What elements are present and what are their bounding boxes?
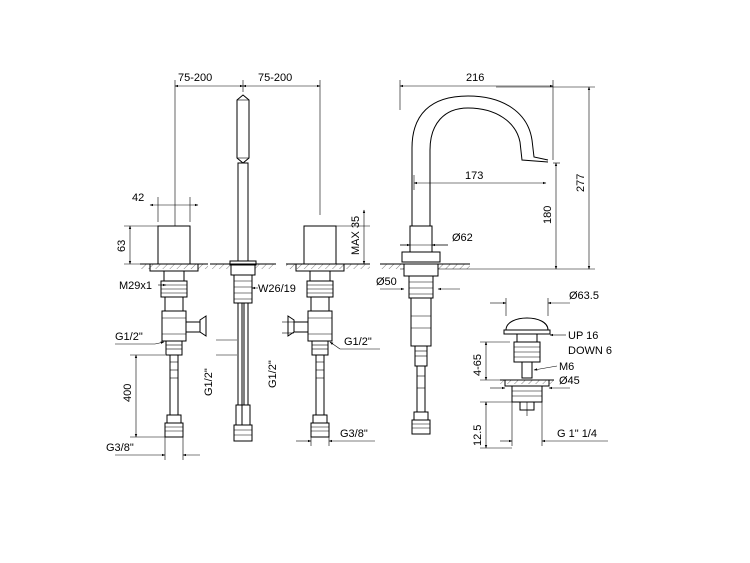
left-handle-valve: 42 63 M29x1 G1/2" [106,192,208,460]
label-left-inlet-thread: G1/2" [115,331,143,343]
label-left-hose-thread: G3/8" [106,442,134,454]
spout-side-view: W26/19 G1/2" [203,94,296,442]
dim-handle-diameter: 42 [132,192,144,204]
label-spout-thread: W26/19 [258,283,296,295]
dim-drain-cap-diameter: Ø63.5 [569,290,599,302]
label-drain-stroke-down: DOWN 6 [568,345,612,357]
dim-left-spacing: 75-200 [178,72,212,84]
label-drain-rod-thread: M6 [559,361,574,373]
dim-hose-length: 400 [122,384,134,402]
label-right-hose-thread: G3/8" [340,428,368,440]
dim-handle-height: 63 [116,240,128,252]
label-right-inlet-thread: G1/2" [344,336,372,348]
dim-drain-range: 4-65 [472,354,484,376]
dim-drain-thread-length: 12.5 [472,425,484,446]
label-drain-stroke-up: UP 16 [568,330,598,342]
dim-spout-base-diameter: Ø62 [452,232,473,244]
dim-spout-reach-total: 216 [466,72,484,84]
label-drain-outlet-thread: G 1" 1/4 [557,428,597,440]
right-handle-valve: MAX 35 G1/2" G1/2" G3/8" [267,209,380,446]
label-m29-thread: M29x1 [119,280,152,292]
popup-drain: Ø63.5 UP 16 DOWN 6 4-65 M6 Ø45 12.5 [472,290,612,449]
top-dimensions: 75-200 75-200 216 277 180 173 [174,72,595,270]
dim-spout-height: 180 [542,206,554,224]
dim-spout-reach: 173 [465,170,483,182]
label-spout-hose-thread-b: G1/2" [267,360,279,388]
dim-drain-body-diameter: Ø45 [559,375,580,387]
dim-right-spacing: 75-200 [258,72,292,84]
spout-front-view: Ø62 Ø50 [376,95,549,435]
dim-deck-hole-diameter: Ø50 [376,276,397,288]
dim-total-height: 277 [575,174,587,192]
label-spout-hose-thread-a: G1/2" [203,368,215,396]
dim-max-deck-thickness: MAX 35 [350,216,362,255]
